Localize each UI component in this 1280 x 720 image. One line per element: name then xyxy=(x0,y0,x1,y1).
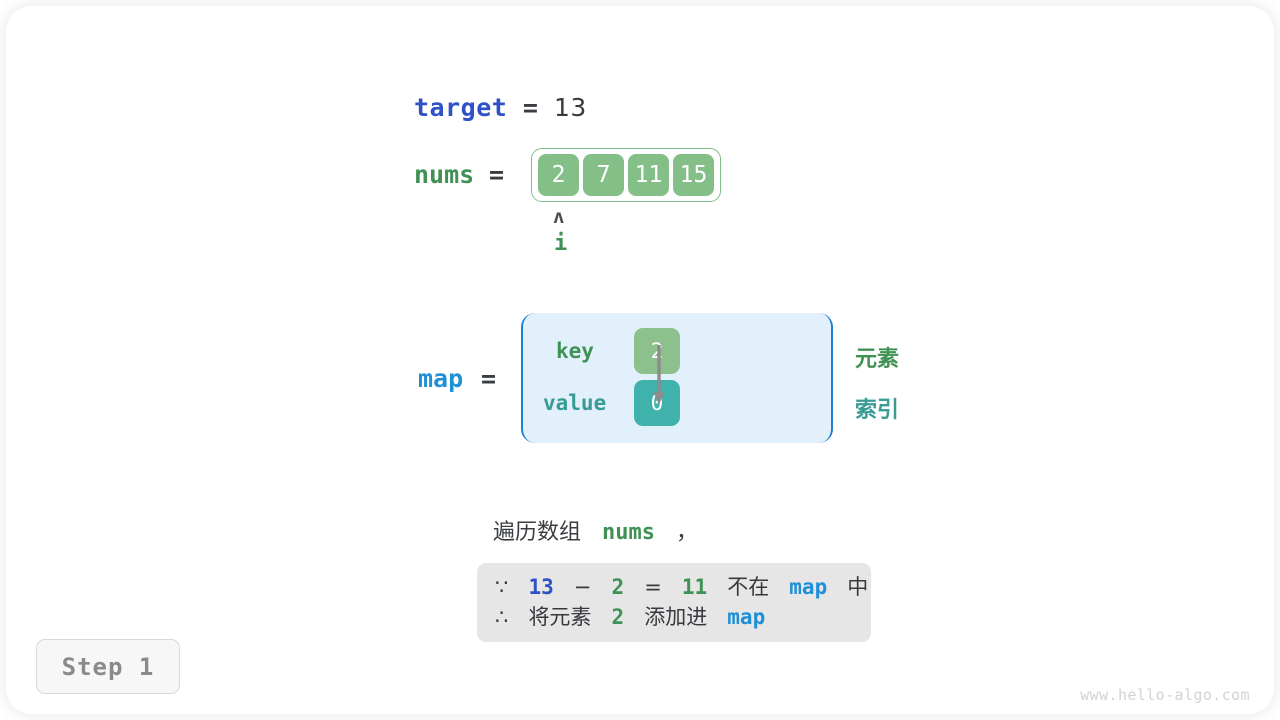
note-text-end: 中 xyxy=(847,575,869,599)
index-caret-icon: ʌ xyxy=(553,206,565,228)
array-cell: 7 xyxy=(583,154,624,196)
map-value-label: value xyxy=(543,391,607,415)
target-label: target xyxy=(414,93,508,122)
caption-prefix: 遍历数组 xyxy=(493,520,582,545)
target-value: 13 xyxy=(554,93,587,122)
note-equals: = xyxy=(644,575,662,599)
note-minus: − xyxy=(573,575,592,599)
map-key-cell: 2 xyxy=(634,328,680,374)
map-value-cell: 0 xyxy=(634,380,680,426)
note-operand-b: 2 xyxy=(611,575,625,599)
map-label: map xyxy=(418,364,464,393)
array-cell: 11 xyxy=(628,154,669,196)
caption-line: 遍历数组 nums ， xyxy=(493,514,698,546)
index-pointer-label: i xyxy=(554,231,568,256)
therefore-symbol: ∴ xyxy=(495,605,509,629)
map-key-label: key xyxy=(556,339,594,363)
note-text-mid: 不在 xyxy=(727,575,770,599)
note-operand-a: 13 xyxy=(528,575,554,599)
array-cell: 2 xyxy=(538,154,579,196)
caption-keyword: nums xyxy=(602,520,655,545)
note-box: ∵ 13 − 2 = 11 不在 map 中 ∴ xyxy=(477,563,871,642)
nums-array: 2 7 11 15 xyxy=(531,148,721,202)
step-badge: Step 1 xyxy=(36,639,180,694)
legend-index-label: 索引 xyxy=(855,398,900,423)
note2-text-mid: 添加进 xyxy=(644,605,708,629)
watermark: www.hello-algo.com xyxy=(1080,686,1250,704)
array-cell: 15 xyxy=(673,154,714,196)
note2-element: 2 xyxy=(611,605,625,629)
nums-equals: = xyxy=(489,160,505,189)
because-symbol: ∵ xyxy=(495,575,509,599)
target-row: target = 13 xyxy=(414,93,587,122)
note-result: 11 xyxy=(681,575,708,599)
target-equals: = xyxy=(522,93,539,122)
note2-map-word: map xyxy=(727,605,766,629)
note-line-2: ∴ 将元素 2 添加进 map xyxy=(495,602,853,632)
note2-text-start: 将元素 xyxy=(528,605,592,629)
note-line-1: ∵ 13 − 2 = 11 不在 map 中 xyxy=(495,572,868,602)
note-map-word: map xyxy=(789,575,828,599)
legend-element-label: 元素 xyxy=(855,347,900,372)
map-equals: = xyxy=(481,364,497,393)
nums-label: nums xyxy=(414,160,475,189)
caption-suffix: ， xyxy=(676,520,699,545)
